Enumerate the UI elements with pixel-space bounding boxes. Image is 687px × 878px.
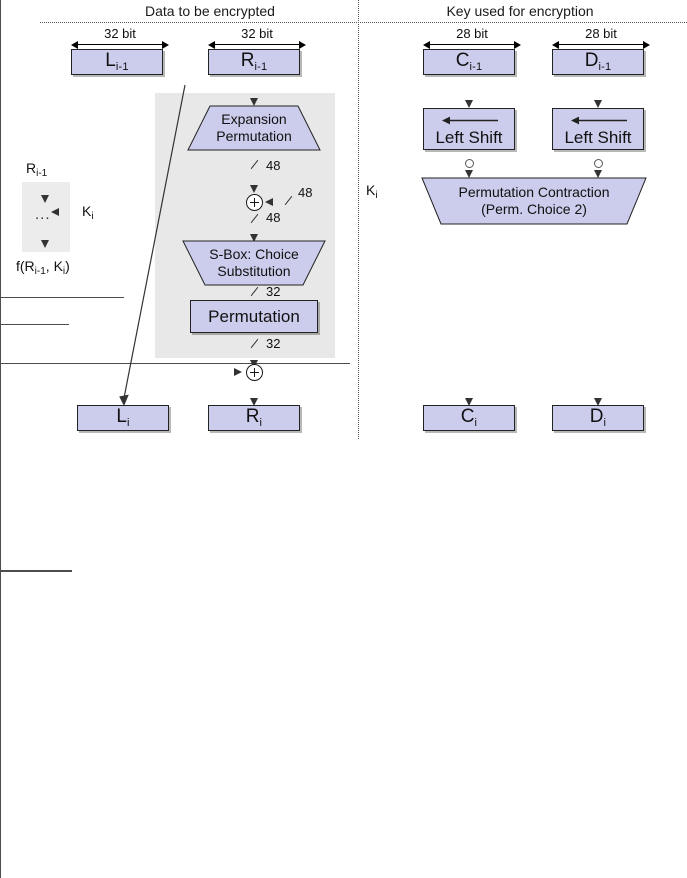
wire-xor-out bbox=[0, 364, 1, 390]
register-r-prev-label: Ri-1 bbox=[240, 50, 268, 73]
register-r-out-label: Ri bbox=[245, 406, 263, 429]
wire-xor-to-r-out bbox=[0, 446, 1, 466]
dim-line-d-prev bbox=[559, 44, 643, 45]
arrow-into-c-out bbox=[464, 398, 473, 406]
arrow-shift-d-into-pc2 bbox=[593, 170, 602, 178]
bitlabel-sbox-out: 32 bbox=[266, 284, 281, 299]
dim-line-c-prev bbox=[430, 44, 514, 45]
wire-shift-c-out bbox=[0, 522, 1, 546]
dim-cap-left-l-prev bbox=[71, 40, 78, 49]
arrow-r-prev-into-expansion bbox=[249, 98, 258, 106]
wire-d-prev-down bbox=[0, 494, 1, 522]
bitlabel-key-into-xor: 48 bbox=[298, 185, 313, 200]
dim-cap-right-l-prev bbox=[162, 40, 169, 49]
permutation-label: Permutation bbox=[208, 307, 300, 326]
legend-arrow-out bbox=[40, 240, 49, 248]
register-r-prev: Ri-1 bbox=[208, 49, 300, 75]
dim-cap-left-r-prev bbox=[208, 40, 215, 49]
dim-label-r-prev: 32 bit bbox=[241, 26, 273, 41]
dim-cap-right-d-prev bbox=[643, 40, 650, 49]
legend-arrow-in bbox=[40, 195, 49, 203]
left-shift-d-arrow-icon bbox=[571, 116, 627, 125]
arrow-l-prev-into-xor bbox=[234, 368, 242, 376]
section-title-data: Data to be encrypted bbox=[145, 3, 275, 19]
header-divider bbox=[40, 22, 687, 23]
arrow-xor-into-sbox bbox=[249, 234, 258, 242]
bitlabel-expansion-out: 48 bbox=[266, 158, 281, 173]
wire-expansion-out bbox=[0, 325, 1, 363]
wire-l-prev-to-xor bbox=[0, 297, 124, 298]
arrow-shift-c-into-pc2 bbox=[464, 170, 473, 178]
register-d-prev-label: Di-1 bbox=[584, 50, 612, 73]
junction-dot-c bbox=[465, 158, 474, 168]
block-permutation: Permutation bbox=[190, 300, 318, 333]
bitlabel-permutation-out: 32 bbox=[266, 336, 281, 351]
register-d-out-label: Di bbox=[589, 406, 607, 429]
register-l-prev: Li-1 bbox=[71, 49, 163, 75]
legend-key-label: Ki bbox=[82, 203, 94, 222]
dim-cap-left-d-prev bbox=[552, 40, 559, 49]
arrow-c-prev-into-shift bbox=[464, 100, 473, 108]
block-expansion-permutation: Expansion Permutation bbox=[187, 105, 321, 151]
section-divider bbox=[358, 0, 359, 439]
key-label-ki: Ki bbox=[366, 182, 378, 201]
register-l-out-label: Li bbox=[116, 406, 130, 429]
wire-d-bus-to-right-rail bbox=[0, 571, 72, 572]
register-c-out-label: Ci bbox=[460, 406, 478, 429]
arrow-key-into-xor bbox=[265, 198, 273, 206]
block-sbox: S-Box: Choice Substitution bbox=[182, 240, 326, 286]
wire-r-prev-down bbox=[0, 298, 1, 324]
register-r-out: Ri bbox=[208, 405, 300, 431]
bitlabel-xor-out: 48 bbox=[266, 210, 281, 225]
junction-dot-d bbox=[594, 158, 603, 168]
rail-right-d bbox=[0, 787, 1, 878]
register-d-prev: Di-1 bbox=[552, 49, 644, 75]
dim-cap-left-c-prev bbox=[423, 40, 430, 49]
xor-feistel bbox=[246, 364, 263, 381]
register-c-out: Ci bbox=[423, 405, 515, 431]
arrow-into-r-out bbox=[249, 398, 258, 406]
register-l-out: Li bbox=[77, 405, 169, 431]
register-c-prev: Ci-1 bbox=[423, 49, 515, 75]
section-title-key: Key used for encryption bbox=[446, 3, 594, 19]
wire-key-to-xor bbox=[0, 363, 350, 364]
register-c-prev-label: Ci-1 bbox=[455, 50, 483, 73]
wire-c-prev-down bbox=[0, 466, 1, 494]
rail-left-c bbox=[0, 572, 1, 787]
block-left-shift-c: Left Shift bbox=[423, 108, 515, 150]
dim-line-r-prev bbox=[215, 44, 299, 45]
arrow-into-d-out bbox=[593, 398, 602, 406]
block-left-shift-d: Left Shift bbox=[552, 108, 644, 150]
legend-input-label: Ri-1 bbox=[26, 160, 48, 179]
wire-l-prev-down bbox=[0, 0, 1, 297]
legend-dots: ... bbox=[35, 206, 51, 223]
wire-sbox-out bbox=[0, 390, 1, 414]
arrow-d-prev-into-shift bbox=[593, 100, 602, 108]
dim-label-c-prev: 28 bit bbox=[456, 26, 488, 41]
dim-line-l-prev bbox=[78, 44, 162, 45]
dim-label-l-prev: 32 bit bbox=[104, 26, 136, 41]
dim-label-d-prev: 28 bit bbox=[585, 26, 617, 41]
wire-shift-d-out bbox=[0, 546, 1, 570]
arrow-expansion-into-xor bbox=[249, 185, 258, 193]
legend-output-label: f(Ri-1, Ki) bbox=[16, 258, 70, 277]
left-shift-c-label: Left Shift bbox=[435, 128, 503, 147]
left-shift-d-label: Left Shift bbox=[564, 128, 632, 147]
dim-cap-right-r-prev bbox=[299, 40, 306, 49]
register-l-prev-label: Li-1 bbox=[105, 50, 129, 73]
block-permutation-contraction: Permutation Contraction (Perm. Choice 2) bbox=[421, 177, 647, 225]
wire-r-prev-branch bbox=[0, 324, 69, 325]
xor-key-mix bbox=[246, 194, 263, 211]
dim-cap-right-c-prev bbox=[514, 40, 521, 49]
register-d-out: Di bbox=[552, 405, 644, 431]
legend-arrow-key bbox=[51, 208, 59, 216]
left-shift-c-arrow-icon bbox=[442, 116, 498, 125]
wire-permutation-out bbox=[0, 414, 1, 446]
